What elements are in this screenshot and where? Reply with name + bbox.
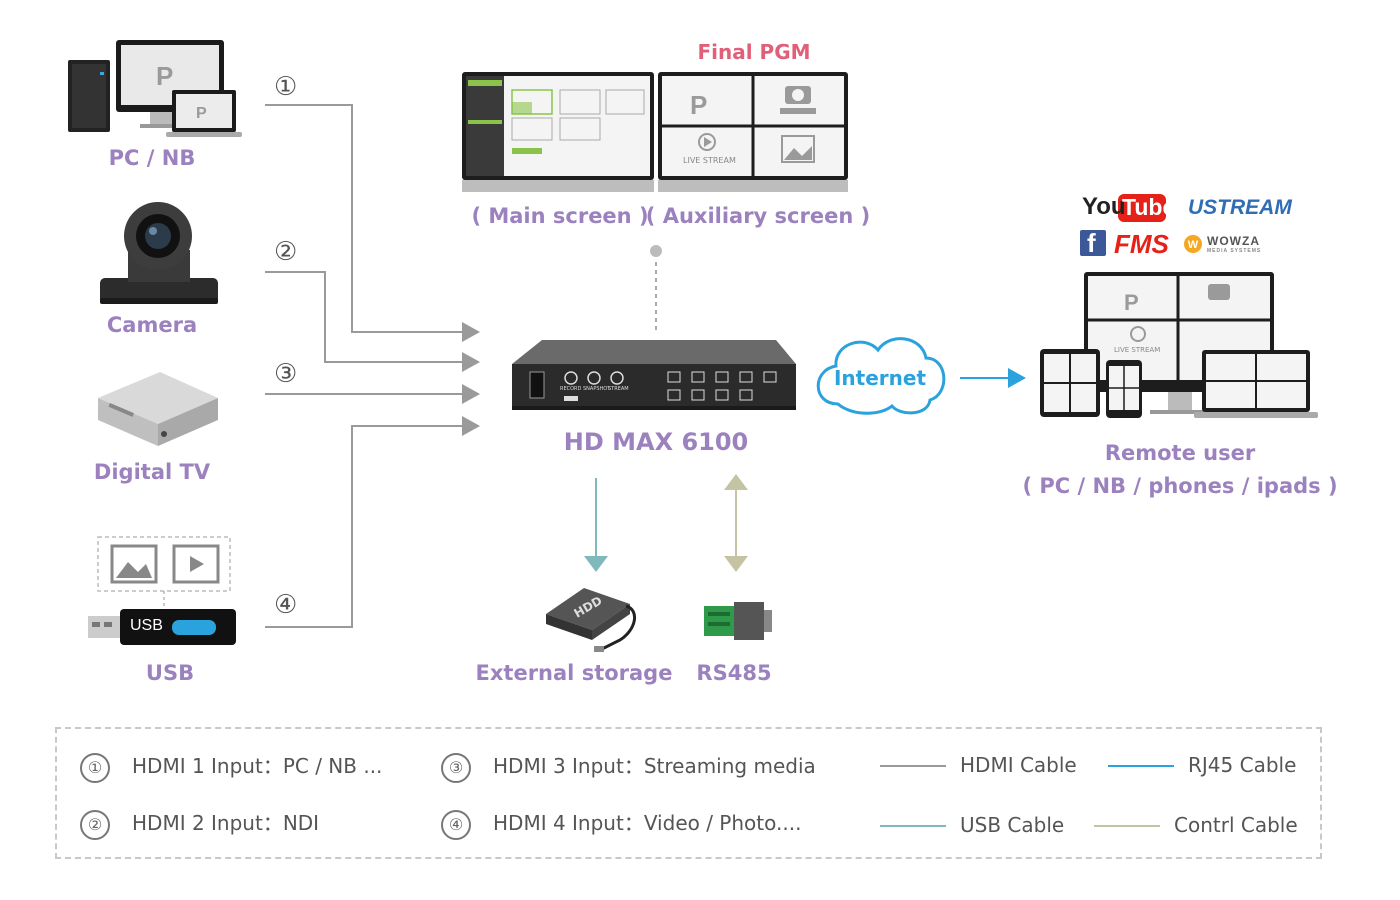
- usb-media-icon: [88, 536, 236, 645]
- legend-item-4: ④ HDMI 4 Input：Video / Photo....: [441, 807, 801, 840]
- wire-hdmi-4: [265, 425, 462, 628]
- ustream-logo: USTREAM: [1188, 196, 1292, 219]
- legend-text-1: HDMI 1 Input：PC / NB ...: [132, 754, 383, 778]
- usb-stick-text: USB: [130, 617, 163, 634]
- legend-num-2: ②: [80, 809, 110, 840]
- device-btn-stream: STREAM: [608, 386, 629, 392]
- internet-label: Internet: [833, 366, 927, 390]
- svg-text:P: P: [690, 90, 707, 120]
- input-number-3: ③: [274, 359, 298, 389]
- camera-label: Camera: [106, 313, 198, 337]
- legend-num-4: ④: [441, 809, 471, 840]
- main-screen-monitor: [462, 72, 654, 192]
- legend-item-3: ③ HDMI 3 Input：Streaming media: [441, 750, 816, 783]
- hd-max-6100-device: [512, 340, 796, 410]
- internet-cloud-icon: [816, 337, 946, 415]
- remote-live-stream-text: LIVE STREAM: [1114, 346, 1161, 354]
- usb-label: USB: [145, 661, 195, 685]
- legend-item-2: ② HDMI 2 Input：NDI: [80, 807, 319, 840]
- hdmi-wires: [265, 104, 462, 628]
- youtube-logo-box: [1118, 194, 1166, 222]
- youtube-logo-tube: Tube: [1122, 194, 1176, 220]
- facebook-logo-box: [1080, 230, 1106, 256]
- legend-line-usb: [880, 825, 946, 827]
- legend-box: [55, 727, 1322, 859]
- svg-text:W: W: [1188, 239, 1199, 251]
- input-number-2: ②: [274, 237, 298, 267]
- legend-line-rj45: [1108, 765, 1174, 767]
- legend-cable-rj45: RJ45 Cable: [1188, 753, 1297, 777]
- legend-text-4: HDMI 4 Input：Video / Photo....: [493, 811, 802, 835]
- camera-icon: [100, 202, 218, 304]
- pc-nb-label: PC / NB: [108, 146, 196, 170]
- rj45-cable-arrow: [1008, 368, 1026, 388]
- svg-text:P: P: [156, 61, 173, 91]
- legend-num-3: ③: [441, 752, 471, 783]
- aux-screen-label: ( Auxiliary screen ): [645, 204, 871, 228]
- aux-screen-monitor: P: [658, 72, 848, 192]
- digital-tv-icon: [98, 372, 218, 446]
- hdd-icon: [546, 588, 636, 652]
- screen-link-dot: [650, 245, 662, 257]
- legend-cable-usb: USB Cable: [960, 813, 1065, 837]
- legend-item-1: ① HDMI 1 Input：PC / NB ...: [80, 750, 382, 783]
- main-screen-label: ( Main screen ): [471, 204, 649, 228]
- svg-text:P: P: [196, 105, 207, 122]
- wire-arrowheads: [462, 322, 480, 436]
- remote-user-label: Remote user: [1104, 441, 1256, 465]
- wowza-logo: WOWZA: [1207, 234, 1260, 248]
- legend-num-1: ①: [80, 752, 110, 783]
- facebook-logo: f: [1087, 228, 1096, 258]
- pc-nb-icon: P P: [68, 40, 242, 137]
- input-number-1: ①: [274, 72, 298, 102]
- device-btn-record: RECORD: [560, 386, 582, 392]
- wowza-logo-mark: [1184, 235, 1202, 253]
- fms-logo: FMS: [1114, 229, 1169, 259]
- remote-user-devices-label: ( PC / NB / phones / ipads ): [1022, 474, 1338, 498]
- usb-cable-arrow: [584, 556, 608, 572]
- wowza-logo-sub: MEDIA SYSTEMS: [1207, 248, 1262, 254]
- input-number-4: ④: [274, 590, 298, 620]
- legend-line-control: [1094, 825, 1160, 827]
- svg-text:P: P: [1124, 290, 1139, 315]
- device-btn-snapshot: SNAPSHOT: [583, 386, 611, 392]
- digital-tv-label: Digital TV: [93, 460, 211, 484]
- rs485-label: RS485: [696, 661, 772, 685]
- aux-live-stream-text: LIVE STREAM: [683, 156, 736, 165]
- youtube-logo-you: You: [1082, 193, 1126, 220]
- legend-text-3: HDMI 3 Input：Streaming media: [493, 754, 816, 778]
- final-pgm-label: Final PGM: [697, 40, 811, 64]
- legend-line-hdmi: [880, 765, 946, 767]
- legend-cable-control: Contrl Cable: [1174, 813, 1298, 837]
- legend-cable-hdmi: HDMI Cable: [960, 753, 1077, 777]
- rs485-icon: [704, 602, 772, 640]
- legend-text-2: HDMI 2 Input：NDI: [132, 811, 320, 835]
- remote-user-devices: P: [1040, 272, 1318, 418]
- device-name: HD MAX 6100: [563, 428, 749, 456]
- wire-hdmi-2: [265, 271, 462, 363]
- wire-hdmi-1: [265, 104, 462, 333]
- external-storage-label: External storage: [475, 661, 673, 685]
